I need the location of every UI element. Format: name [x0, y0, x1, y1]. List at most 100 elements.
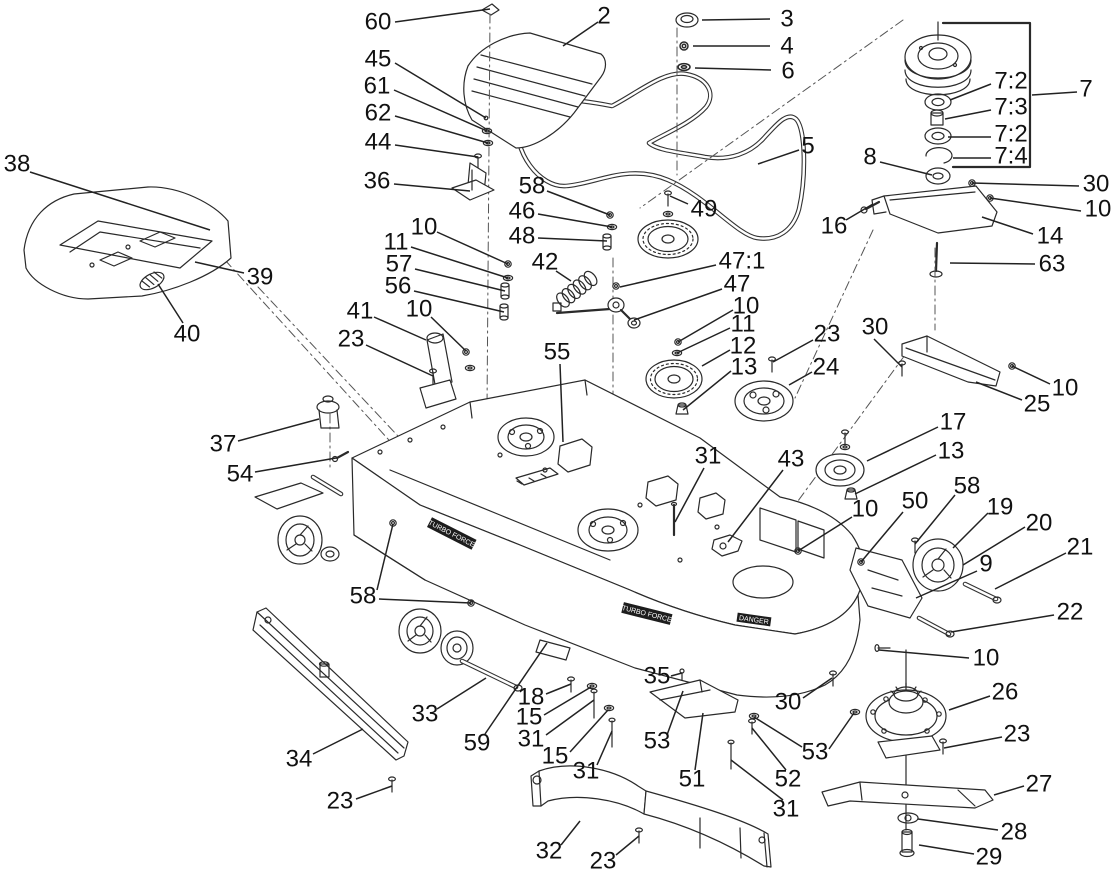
callout-label-30: 30: [1083, 171, 1110, 198]
caster-arm-41: [419, 332, 476, 409]
callout-label-33: 33: [412, 701, 439, 728]
callout-label-10: 10: [733, 293, 760, 320]
leader-line-30: [873, 338, 903, 368]
right-wheel-arm: [849, 537, 1002, 653]
deck-body: TURBO FORCE TURBO FORCE DANGER: [351, 379, 865, 698]
leader-line-7:3: [944, 109, 992, 120]
callout-label-19: 19: [987, 494, 1014, 521]
callout-label-54: 54: [227, 461, 254, 488]
belt-cover: [463, 3, 607, 149]
callout-label-25: 25: [1024, 391, 1051, 418]
chute-plate-51: [649, 679, 739, 719]
callout-label-21: 21: [1067, 534, 1094, 561]
callout-label-55: 55: [544, 339, 571, 366]
callout-label-7:2: 7:2: [994, 68, 1027, 95]
leader-line-34: [312, 728, 364, 755]
callout-label-40: 40: [174, 321, 201, 348]
callout-label-23: 23: [1004, 721, 1031, 748]
callout-label-49: 49: [691, 196, 718, 223]
leader-line-13: [682, 370, 732, 411]
callout-label-24: 24: [813, 354, 840, 381]
leader-line-61: [393, 89, 488, 132]
leader-line-30: [802, 677, 833, 699]
leader-line-10: [797, 516, 853, 552]
leader-line-36: [393, 183, 471, 192]
leader-line-53: [666, 690, 684, 736]
callout-label-45: 45: [365, 46, 392, 73]
callout-label-11: 11: [731, 311, 756, 338]
leader-line-22: [950, 614, 1055, 633]
callout-label-38: 38: [4, 151, 31, 178]
leader-line-44: [394, 144, 479, 158]
leader-line-13: [854, 454, 937, 495]
leader-line-41: [373, 316, 427, 341]
leader-line-31: [545, 699, 595, 736]
front-rail-34: [252, 607, 409, 793]
leader-line-58: [376, 523, 394, 591]
idler-hardware: [602, 190, 699, 259]
callout-label-53: 53: [802, 739, 829, 766]
callout-label-13: 13: [938, 438, 965, 465]
leader-line-55: [559, 363, 564, 443]
leader-line-53: [753, 716, 803, 748]
callout-label-56: 56: [385, 273, 412, 300]
leader-line-19: [952, 512, 989, 549]
belt-guard-32: [530, 765, 772, 868]
leader-line-7:2: [949, 83, 992, 101]
cover-spring: [139, 271, 165, 291]
idler-mount-bracket: [860, 179, 998, 278]
callout-label-26: 26: [992, 679, 1019, 706]
leader-line-43: [727, 469, 784, 543]
leader-line-10: [430, 316, 467, 352]
callout-label-14: 14: [1037, 223, 1064, 250]
callout-label-6: 6: [781, 58, 794, 85]
callout-label-27: 27: [1026, 771, 1053, 798]
leader-line-10: [878, 649, 970, 659]
leader-line-31: [596, 730, 613, 766]
leader-line-57: [414, 268, 506, 292]
callout-label-39: 39: [247, 264, 274, 291]
leader-line-51: [694, 712, 704, 771]
leader-line-21: [994, 552, 1067, 590]
callout-label-62: 62: [365, 100, 392, 127]
callout-label-10: 10: [852, 496, 879, 523]
leader-line-62: [394, 115, 489, 144]
callout-label-9: 9: [979, 551, 992, 578]
leader-line-32: [560, 820, 581, 846]
callout-label-37: 37: [210, 431, 237, 458]
deck-pins: [670, 501, 802, 557]
callout-label-12: 12: [730, 333, 757, 360]
leader-line-31: [730, 759, 784, 801]
callout-label-41: 41: [347, 298, 374, 325]
leader-line-11: [676, 327, 731, 354]
callout-label-23: 23: [590, 848, 617, 875]
left-wheel-assembly: [254, 482, 340, 565]
leader-line-63: [949, 262, 1036, 265]
callout-label-29: 29: [976, 844, 1003, 871]
leader-line-28: [917, 818, 999, 831]
projection-guides: [224, 13, 936, 659]
callout-label-43: 43: [778, 446, 805, 473]
leader-line-7: [1031, 91, 1078, 96]
callout-label-30: 30: [775, 689, 802, 716]
leader-line-54: [254, 457, 337, 473]
leader-line-35: [670, 672, 683, 677]
callout-label-8: 8: [863, 144, 876, 171]
leader-line-9: [915, 570, 978, 599]
callout-label-7:2: 7:2: [994, 121, 1027, 148]
callout-label-28: 28: [1001, 819, 1028, 846]
callout-label-16: 16: [821, 213, 848, 240]
callout-label-60: 60: [365, 9, 392, 36]
callout-label-32: 32: [536, 838, 563, 865]
leader-line-3: [701, 18, 771, 21]
callout-label-10: 10: [973, 645, 1000, 672]
callout-label-31: 31: [573, 758, 600, 785]
leader-line-10: [989, 197, 1082, 212]
leader-line-60: [394, 8, 491, 23]
callout-label-18: 18: [518, 684, 545, 711]
leader-line-58: [914, 494, 956, 545]
callout-label-15: 15: [542, 743, 569, 770]
leader-line-53: [828, 712, 855, 750]
callout-label-50: 50: [902, 488, 929, 515]
leader-line-29: [918, 844, 975, 855]
